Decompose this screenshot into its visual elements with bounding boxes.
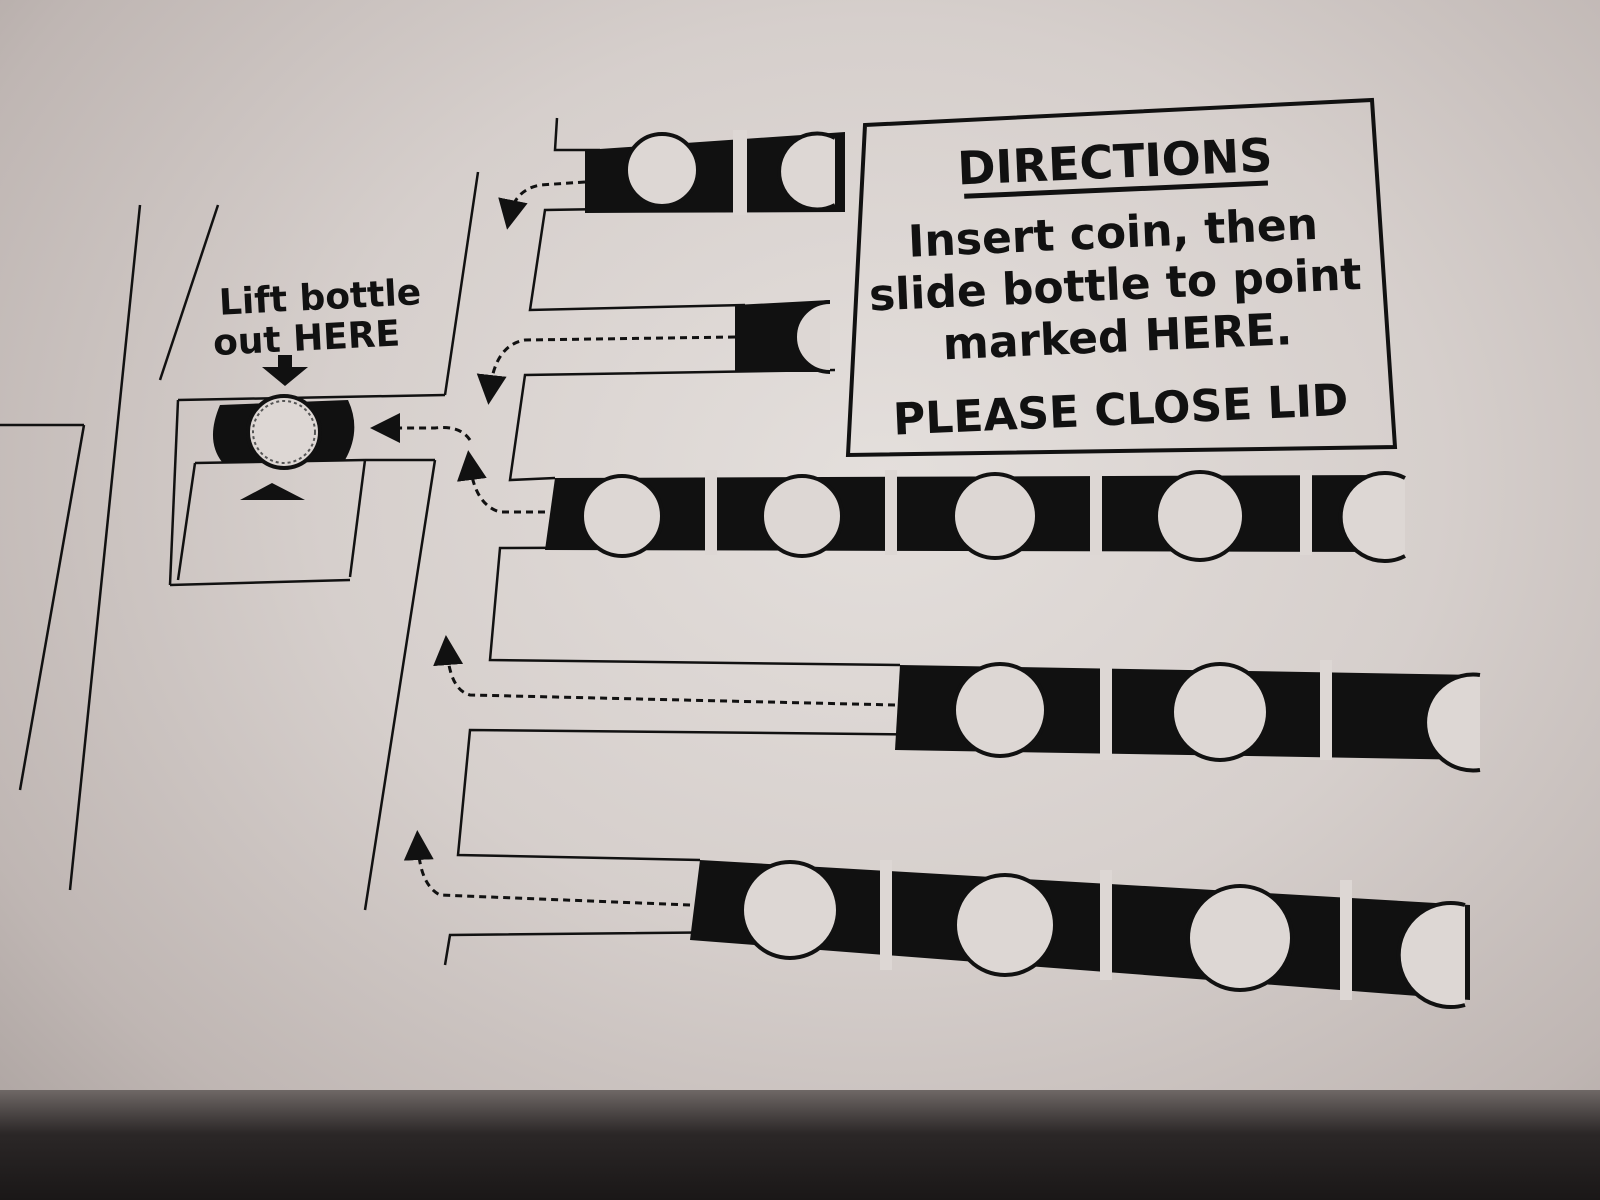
lane-1 bbox=[585, 130, 845, 215]
lift-label-line2: out HERE bbox=[212, 313, 401, 364]
bottle bbox=[952, 662, 1048, 758]
lift-arrows bbox=[240, 355, 308, 500]
slide-paths bbox=[370, 180, 896, 907]
bottle bbox=[951, 472, 1039, 560]
lane-4 bbox=[895, 660, 1481, 773]
lift-out-slot bbox=[168, 393, 446, 911]
bottle bbox=[1170, 662, 1270, 762]
lane-3 bbox=[545, 470, 1406, 563]
directions-box: DIRECTIONS Insert coin, then slide bottl… bbox=[845, 97, 1398, 458]
panel-bottom-edge bbox=[0, 1090, 1600, 1200]
bottle bbox=[624, 132, 700, 208]
bottle bbox=[1154, 470, 1246, 562]
lane-2 bbox=[735, 300, 831, 374]
lift-out-bottle bbox=[212, 394, 355, 470]
bottle bbox=[580, 474, 664, 558]
bottle bbox=[740, 860, 840, 960]
bottle bbox=[1186, 884, 1294, 992]
bottle bbox=[760, 474, 844, 558]
bottle bbox=[953, 873, 1057, 977]
cabinet-outline bbox=[0, 171, 480, 891]
directions-footer: PLEASE CLOSE LID bbox=[892, 375, 1349, 446]
lift-bottle-label: Lift bottle out HERE bbox=[212, 272, 422, 364]
lane-5 bbox=[690, 860, 1470, 1009]
